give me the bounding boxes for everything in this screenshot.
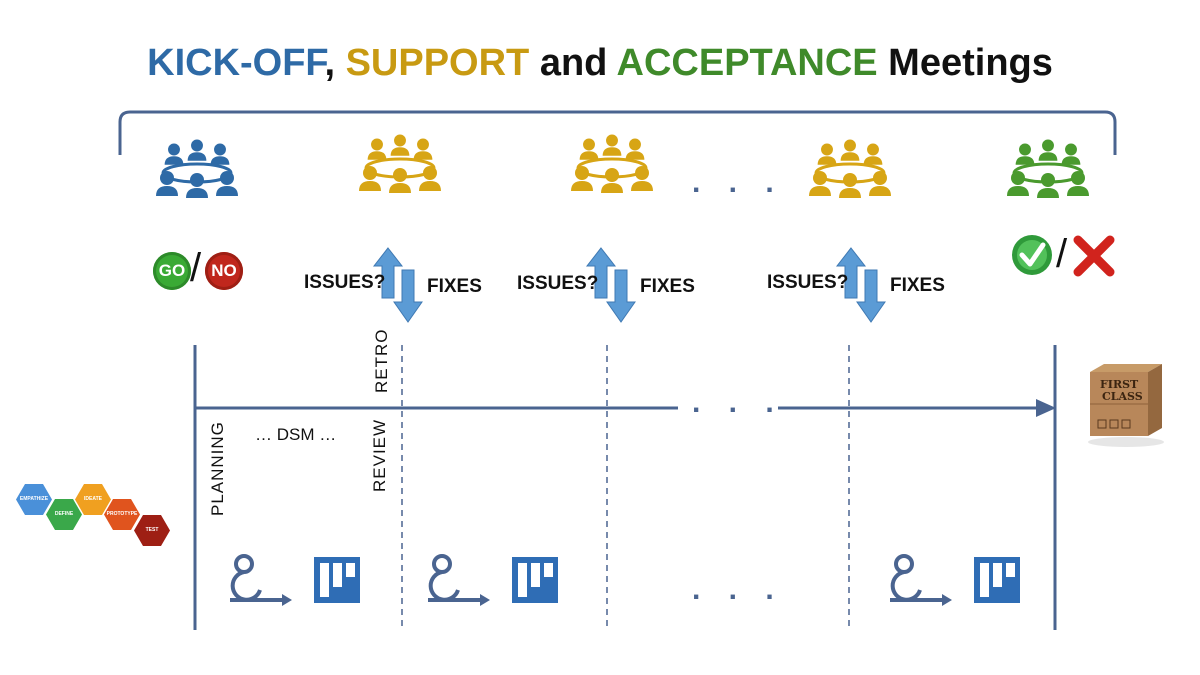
sprints-ellipsis: . . . [692, 573, 784, 606]
kickoff-meeting-icon [156, 139, 238, 198]
kanban-board-icon [512, 557, 558, 603]
page-title: KICK-OFF, SUPPORT and ACCEPTANCE Meeting… [0, 42, 1200, 85]
issues-label: ISSUES? [767, 272, 849, 293]
issues-label: ISSUES? [517, 273, 599, 294]
title-kickoff: KICK-OFF [147, 42, 325, 84]
no-badge: NO [205, 252, 243, 290]
fixes-label: FIXES [890, 275, 945, 296]
support-meeting-icon [359, 134, 441, 193]
support-meeting-icon [571, 134, 653, 193]
scrum-cycle-icon [428, 554, 490, 606]
go-no-slash: / [190, 246, 202, 290]
support-meeting-icon [809, 139, 891, 198]
cross-icon [1073, 235, 1115, 277]
retro-label: RETRO [372, 328, 391, 394]
title-acceptance: ACCEPTANCE [616, 42, 878, 84]
acceptance-meeting-icon [1007, 139, 1089, 198]
fixes-label: FIXES [427, 276, 482, 297]
dsm-label: … DSM … [255, 425, 337, 444]
product-box-icon [1088, 364, 1164, 447]
planning-label: PLANNING [208, 421, 227, 516]
kanban-board-icon [314, 557, 360, 603]
issues-fixes-arrows-icon [835, 247, 886, 323]
scrum-cycle-icon [230, 554, 292, 606]
timeline-arrowhead [1036, 399, 1056, 417]
review-label: REVIEW [370, 418, 389, 492]
go-badge: GO [153, 252, 191, 290]
accept-reject-slash: / [1056, 232, 1068, 276]
fixes-label: FIXES [640, 276, 695, 297]
timeline-ellipsis: . . . [692, 386, 784, 419]
kanban-board-icon [974, 557, 1020, 603]
title-sep1: , [324, 42, 346, 84]
issues-fixes-arrows-icon [585, 247, 636, 323]
scrum-cycle-icon [890, 554, 952, 606]
hex-test: TEST [134, 515, 170, 546]
title-support: SUPPORT [345, 42, 530, 84]
check-icon [1012, 235, 1052, 275]
meetings-ellipsis: . . . [692, 166, 784, 199]
issues-fixes-arrows-icon [372, 247, 423, 323]
product-box-line1: FIRST [1100, 378, 1139, 391]
product-box-line2: CLASS [1102, 390, 1143, 403]
issues-label: ISSUES? [304, 272, 386, 293]
meetings-brace [118, 110, 1117, 155]
title-sep2: and [529, 42, 617, 84]
title-meetings: Meetings [877, 42, 1053, 84]
